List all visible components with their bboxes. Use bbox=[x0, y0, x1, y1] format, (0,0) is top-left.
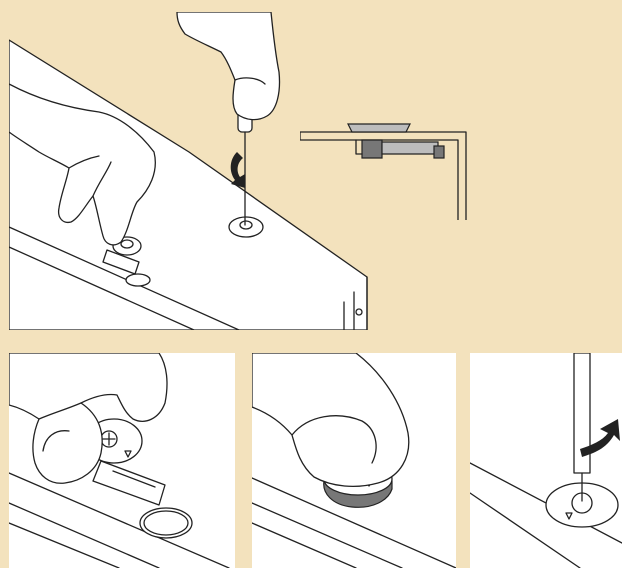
cam-connector-cross-section-icon bbox=[300, 110, 472, 220]
side-dowel-hole bbox=[356, 309, 362, 315]
drill-hole-icon bbox=[140, 508, 192, 538]
finger-icon bbox=[252, 353, 409, 486]
panel-detail-cross-section bbox=[300, 110, 472, 220]
drill-hole-icon bbox=[126, 274, 150, 286]
screwdriver-icon bbox=[574, 353, 590, 501]
step-insert-cam-drawing bbox=[9, 353, 235, 568]
step-press-cam-drawing bbox=[252, 353, 456, 568]
hand-icon bbox=[177, 12, 280, 120]
rotation-arrow-icon bbox=[231, 152, 245, 188]
step-tighten-cam-drawing bbox=[470, 353, 622, 568]
panel-step-insert-cam bbox=[9, 353, 235, 568]
panel-step-press-cam bbox=[252, 353, 456, 568]
panel-step-tighten-cam bbox=[470, 353, 622, 568]
cam-lock-main-icon bbox=[229, 217, 263, 237]
hand-icon bbox=[9, 353, 167, 483]
